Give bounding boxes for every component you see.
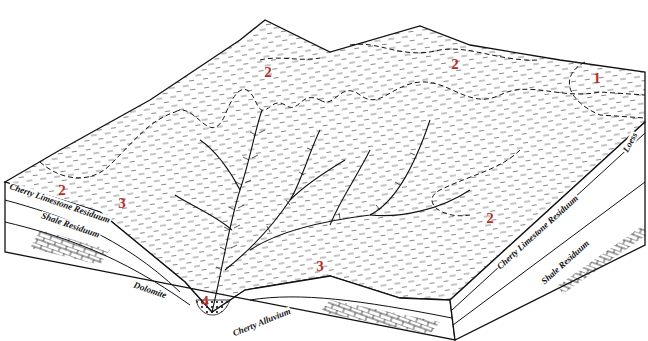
callout-number: 2 <box>58 183 66 198</box>
callout-number: 3 <box>316 259 324 274</box>
callout-number: 4 <box>201 294 209 309</box>
callout-number: 2 <box>264 65 272 80</box>
callout-number: 2 <box>451 57 459 72</box>
callout-number: 3 <box>118 196 126 211</box>
callout-number: 1 <box>593 71 601 86</box>
callout-number: 2 <box>486 211 494 226</box>
stratum-label: Cherty Alluvium <box>231 306 293 338</box>
